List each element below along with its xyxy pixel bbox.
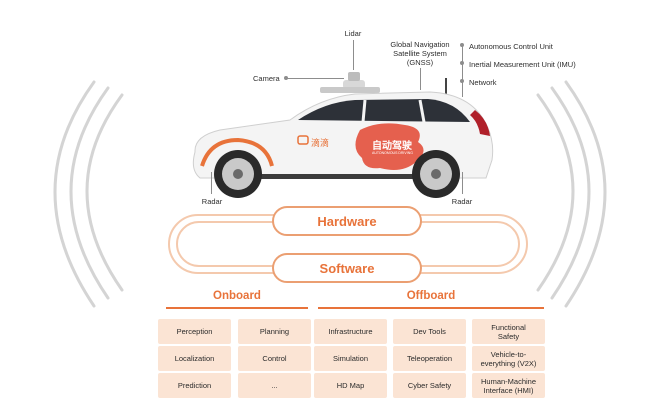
cell-prediction: Prediction bbox=[158, 373, 231, 398]
cell-planning: Planning bbox=[238, 319, 311, 344]
network-dot bbox=[460, 79, 464, 83]
camera-dot bbox=[284, 76, 288, 80]
front-wheel bbox=[214, 150, 262, 198]
camera-label: Camera bbox=[253, 74, 280, 83]
cell-more: ... bbox=[238, 373, 311, 398]
gnss-leader bbox=[420, 68, 421, 90]
hardware-pill: Hardware bbox=[272, 206, 422, 236]
cell-functional-safety: Functional Safety bbox=[472, 319, 545, 344]
cell-v2x: Vehicle-to- everything (V2X) bbox=[472, 346, 545, 371]
right-callout-bracket bbox=[462, 45, 463, 97]
offboard-underline bbox=[318, 307, 544, 309]
car-decal-text: 自动驾驶 bbox=[372, 141, 412, 152]
cell-hmi: Human-Machine Interface (HMI) bbox=[472, 373, 545, 398]
radar-right-leader bbox=[462, 172, 463, 194]
car-brand-text: 滴滴 bbox=[311, 138, 330, 148]
car-decal-subtext: AUTONOMOUS DRIVING bbox=[372, 151, 413, 155]
autonomous-car bbox=[192, 72, 494, 198]
rear-wheel bbox=[412, 150, 460, 198]
signal-arcs bbox=[53, 80, 607, 308]
cell-simulation: Simulation bbox=[314, 346, 387, 371]
cell-dev-tools: Dev Tools bbox=[393, 319, 466, 344]
cell-teleoperation: Teleoperation bbox=[393, 346, 466, 371]
lidar-leader bbox=[353, 40, 354, 70]
radar-left-label: Radar bbox=[201, 197, 223, 206]
cell-localization: Localization bbox=[158, 346, 231, 371]
offboard-title: Offboard bbox=[406, 290, 456, 302]
gnss-label: Global Navigation Satellite System (GNSS… bbox=[390, 40, 450, 67]
acu-label: Autonomous Control Unit bbox=[469, 42, 553, 51]
cell-cyber-safety: Cyber Safety bbox=[393, 373, 466, 398]
cell-perception: Perception bbox=[158, 319, 231, 344]
radar-left-leader bbox=[211, 172, 212, 194]
radar-right-label: Radar bbox=[451, 197, 473, 206]
imu-label: Inertial Measurement Unit (IMU) bbox=[469, 60, 576, 69]
software-pill: Software bbox=[272, 253, 422, 283]
onboard-title: Onboard bbox=[213, 290, 261, 302]
network-label: Network bbox=[469, 78, 497, 87]
imu-dot bbox=[460, 61, 464, 65]
cell-control: Control bbox=[238, 346, 311, 371]
cell-hd-map: HD Map bbox=[314, 373, 387, 398]
lidar-label: Lidar bbox=[344, 29, 362, 38]
acu-dot bbox=[460, 43, 464, 47]
onboard-underline bbox=[166, 307, 308, 309]
cell-infrastructure: Infrastructure bbox=[314, 319, 387, 344]
camera-leader bbox=[286, 78, 344, 79]
